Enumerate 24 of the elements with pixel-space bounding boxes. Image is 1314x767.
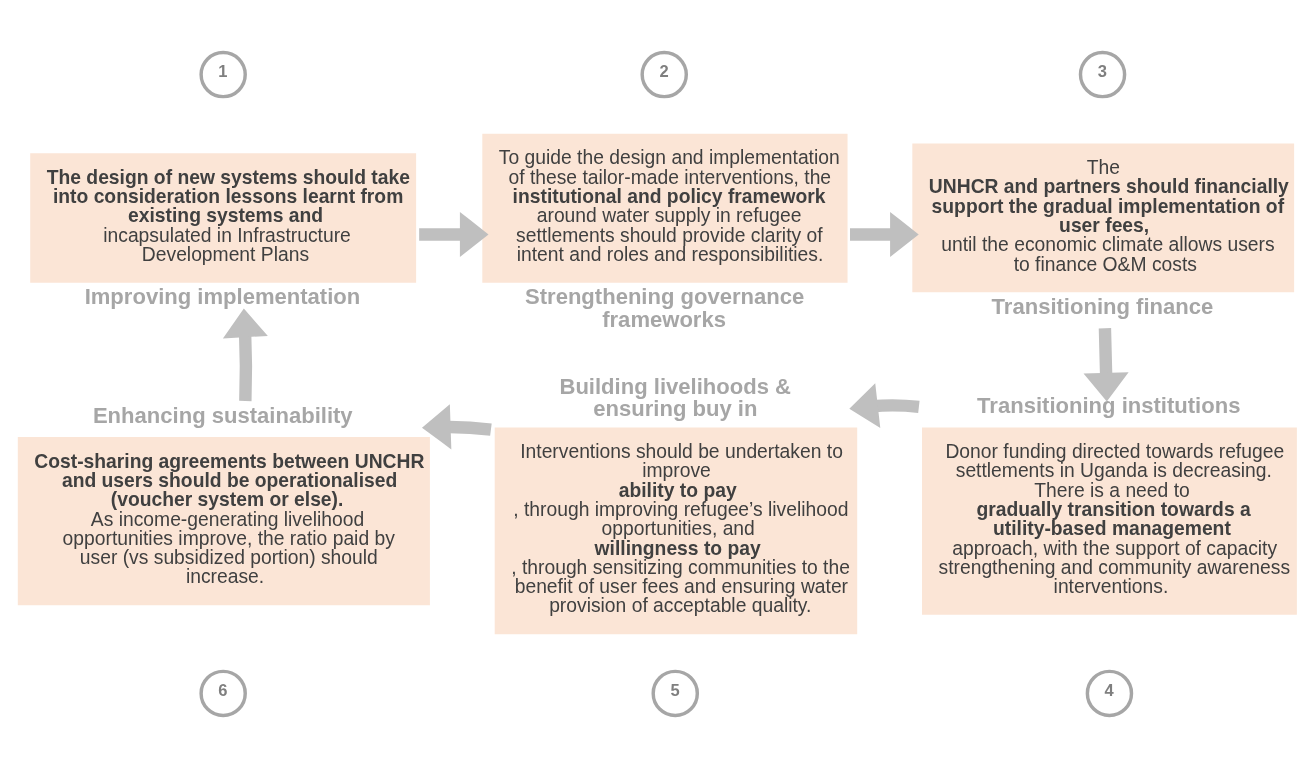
node-circle: 6 xyxy=(199,669,247,717)
arrow xyxy=(850,211,919,257)
arrow xyxy=(422,403,492,449)
arrow xyxy=(419,211,489,257)
node-circle: 2 xyxy=(640,50,688,98)
node-circle: 4 xyxy=(1085,669,1134,717)
node-label: Transitioning institutions xyxy=(977,392,1241,418)
node-box: Interventions should be undertaken to improve ability to pay, through improving refugee’s livelihood opportunities, and willingness to pay, through sensitizing communities to the benefit of user fees and ensuring water provision of acceptable quality. xyxy=(494,426,858,634)
node-circle: 3 xyxy=(1078,50,1127,98)
node-box: The design of new systems should take into consideration lessons learnt from existing systems and incapsulated in Infrastructure Development Plans xyxy=(30,152,417,283)
arrow xyxy=(222,308,268,401)
node-circle: 1 xyxy=(199,50,247,98)
node-label: Enhancing sustainability xyxy=(92,402,353,428)
node-box: To guide the design and implementation of these tailor-made interventions, the institutional and policy framework around water supply in refugee settlements should provide clarity of intent and roles and responsibilities. xyxy=(482,133,848,283)
node-circle: 5 xyxy=(651,669,700,717)
node-label: Building livelihoods & ensuring buy in xyxy=(559,373,791,421)
node-label: Improving implementation xyxy=(84,283,361,309)
node-box: The UNHCR and partners should financially support the gradual implementation of user fees, until the economic climate allows users to finance O&M costs xyxy=(912,143,1295,292)
node-box: Donor funding directed towards refugee settlements in Uganda is decreasing. There is a need to gradually transition towards a utility-based management approach, with the support of capacity strengthening and community awareness interventions. xyxy=(922,426,1297,615)
arrow xyxy=(1083,327,1129,401)
node-box: Cost-sharing agreements between UNCHR and users should be operationalised (voucher system or else). As income-generating livelihood opportunities improve, the ratio paid by user (vs subsidized portion) should increase. xyxy=(17,436,430,605)
node-label: Transitioning finance xyxy=(991,293,1214,319)
node-label: Strengthening governance frameworks xyxy=(525,283,805,332)
arrow xyxy=(849,382,920,428)
